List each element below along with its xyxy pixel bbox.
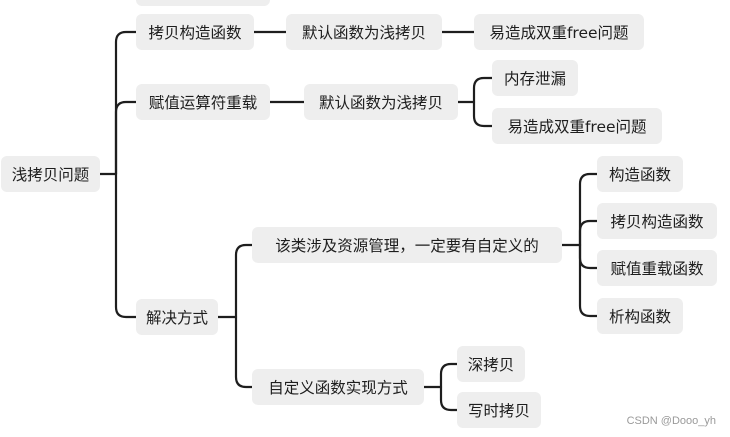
node-custom-implementation: 自定义函数实现方式 xyxy=(252,369,424,405)
node-copy-on-write: 写时拷贝 xyxy=(457,392,541,428)
connector xyxy=(578,243,599,318)
node-memory-leak: 内存泄漏 xyxy=(492,60,578,96)
node-resource-management: 该类涉及资源管理，一定要有自定义的 xyxy=(252,227,562,263)
connector xyxy=(234,315,254,389)
node-double-free: 易造成双重free问题 xyxy=(492,108,662,144)
node-default-shallow-copy: 默认函数为浅拷贝 xyxy=(286,14,442,50)
node-double-free: 易造成双重free问题 xyxy=(474,14,644,50)
node-copy-constructor-fn: 拷贝构造函数 xyxy=(597,203,717,239)
node-destructor: 析构函数 xyxy=(597,298,683,334)
node-assignment-fn: 赋值重载函数 xyxy=(597,250,717,286)
node-copy-constructor: 拷贝构造函数 xyxy=(136,14,254,50)
connector xyxy=(114,100,138,176)
cut-off-node xyxy=(136,0,270,6)
connector xyxy=(234,243,254,319)
connector xyxy=(439,362,459,389)
connector xyxy=(578,243,599,270)
connector xyxy=(472,100,494,128)
watermark: CSDN @Dooo_yh xyxy=(626,415,716,427)
node-deep-copy: 深拷贝 xyxy=(457,346,525,382)
node-solution: 解决方式 xyxy=(136,299,218,335)
connector xyxy=(439,385,459,412)
node-constructor: 构造函数 xyxy=(597,156,683,192)
root-node: 浅拷贝问题 xyxy=(1,156,100,192)
node-default-shallow-copy: 默认函数为浅拷贝 xyxy=(304,84,458,120)
connector xyxy=(114,172,138,319)
connector xyxy=(578,219,599,247)
connector xyxy=(472,76,494,104)
connector xyxy=(578,172,599,247)
connector xyxy=(114,30,138,176)
node-assignment-overload: 赋值运算符重载 xyxy=(136,84,270,120)
